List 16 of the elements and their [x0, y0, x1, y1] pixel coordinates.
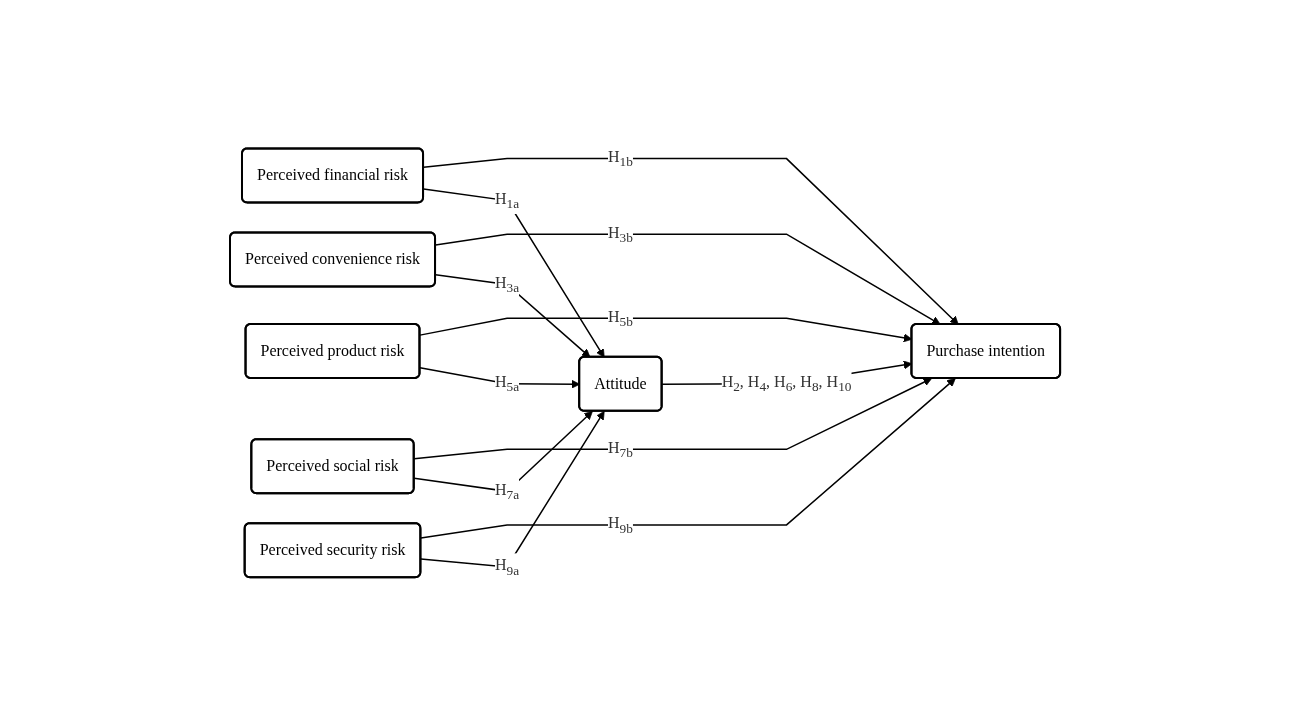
edge-label: H$_{5a}$: [494, 372, 520, 395]
edge-label: H$_{9b}$: [607, 514, 633, 536]
edge-label: H$_{9a}$: [494, 556, 520, 578]
arrow: [434, 233, 941, 325]
edge-label: H$_{7b}$: [607, 438, 633, 460]
arrow: [413, 377, 932, 460]
arrow: [420, 410, 605, 568]
edge-label: H$_{1b}$: [607, 147, 633, 169]
edge-label: H$_{7a}$: [494, 480, 520, 502]
arrow: [420, 377, 956, 539]
edge-label: H$_{5b}$: [607, 307, 633, 329]
edge-label: H$_{1a}$: [494, 189, 520, 211]
edge-label: H$_{2}$, H$_{4}$, H$_{6}$, H$_{8}$, H$_{10}$: [721, 372, 852, 395]
edge-label: H$_{3b}$: [607, 223, 633, 245]
arrow: [422, 157, 959, 325]
edge-label: H$_{3a}$: [494, 273, 520, 295]
